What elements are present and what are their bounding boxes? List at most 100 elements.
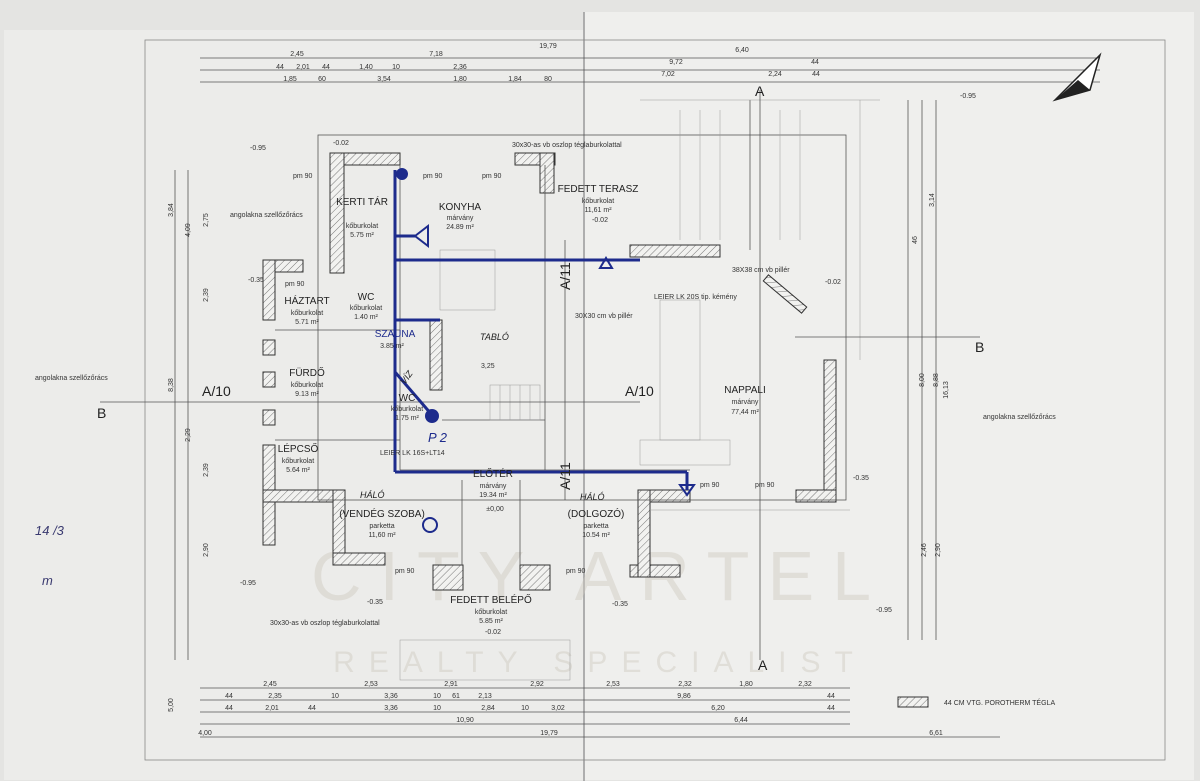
svg-text:4,09: 4,09 [185, 223, 192, 237]
svg-text:5.64 m²: 5.64 m² [286, 467, 310, 474]
bottom-dimensions: 2,45 2,53 2,91 2,92 2,53 2,32 1,80 2,32 … [198, 681, 1000, 738]
svg-text:2,45: 2,45 [263, 681, 277, 688]
note-pillar-30: 30X30 cm vb pillér [575, 313, 633, 320]
svg-text:márvány: márvány [447, 215, 474, 222]
svg-text:7,18: 7,18 [429, 51, 443, 58]
room-eloter: ELŐTÉR márvány 19.34 m² ±0,00 [473, 466, 513, 513]
room-furdo: FÜRDŐ kőburkolat 9.13 m² [289, 365, 325, 398]
svg-text:KONYHA: KONYHA [439, 202, 482, 213]
svg-text:kőburkolat: kőburkolat [350, 305, 382, 312]
svg-text:2,13: 2,13 [478, 693, 492, 700]
svg-text:2,90: 2,90 [935, 543, 942, 557]
svg-text:kőburkolat: kőburkolat [391, 406, 423, 413]
svg-text:3,36: 3,36 [384, 705, 398, 712]
room-fedett-terasz: FEDETT TERASZ kőburkolat 11,61 m² -0.02 [558, 184, 639, 224]
svg-text:80: 80 [544, 76, 552, 83]
room-lepcso: LÉPCSŐ kőburkolat 5.64 m² [278, 441, 319, 474]
svg-text:77,44 m²: 77,44 m² [731, 409, 759, 416]
svg-text:44: 44 [225, 705, 233, 712]
svg-text:19,79: 19,79 [539, 43, 557, 50]
svg-text:FEDETT TERASZ: FEDETT TERASZ [558, 184, 639, 195]
svg-text:9,72: 9,72 [669, 59, 683, 66]
svg-text:6,20: 6,20 [711, 705, 725, 712]
svg-text:-0.95: -0.95 [250, 145, 266, 152]
svg-text:-0.35: -0.35 [853, 475, 869, 482]
svg-text:3,54: 3,54 [377, 76, 391, 83]
right-page [584, 12, 1194, 780]
svg-text:10: 10 [433, 693, 441, 700]
svg-text:19.34 m²: 19.34 m² [479, 492, 507, 499]
svg-text:1,80: 1,80 [453, 76, 467, 83]
svg-text:pm 90: pm 90 [700, 482, 720, 489]
svg-text:9.13 m²: 9.13 m² [295, 391, 319, 398]
watermark-title: CITY ARTEL [311, 537, 889, 615]
handwritten-margin-2: m [42, 573, 53, 588]
svg-text:ELŐTÉR: ELŐTÉR [473, 466, 513, 480]
svg-text:márvány: márvány [732, 399, 759, 406]
svg-text:-0.95: -0.95 [240, 580, 256, 587]
svg-text:pm 90: pm 90 [566, 568, 586, 575]
handwritten-p2: P 2 [428, 430, 448, 445]
note-chimney: LEIER LK 20S tip. kémény [654, 294, 737, 301]
svg-text:parketta: parketta [583, 523, 608, 530]
drain-point-icon [396, 168, 408, 180]
right-dimensions: 3,14 46 8,00 8,88 16,13 2,46 2,90 [907, 100, 950, 640]
drawing-border [144, 39, 1166, 761]
note-vent-3: angolakna szellőzőrács [983, 414, 1056, 421]
svg-text:pm 90: pm 90 [395, 568, 415, 575]
room-kerti-tar: KERTI TÁR kőburkolat 5.75 m² [336, 195, 388, 239]
level-marks: -0.95 -0.02 -0.35 -0.95 -0.02 -0.35 -0.3… [240, 93, 976, 614]
svg-text:2,39: 2,39 [203, 288, 210, 302]
valve-icon [678, 484, 696, 497]
svg-text:2,36: 2,36 [453, 64, 467, 71]
room-nappali: NAPPALI márvány 77,44 m² [724, 385, 766, 416]
svg-text:2,91: 2,91 [444, 681, 458, 688]
drain-point-icon [425, 409, 439, 423]
svg-text:1,40: 1,40 [359, 64, 373, 71]
svg-text:8,88: 8,88 [933, 373, 940, 387]
note-column-bottom: 30x30-as vb oszlop téglaburkolattal [270, 620, 380, 627]
room-wc-2: WC kőburkolat 1.75 m² [391, 393, 423, 422]
left-page [4, 30, 584, 780]
svg-text:1.75 m²: 1.75 m² [395, 415, 419, 422]
svg-text:44: 44 [811, 59, 819, 66]
section-b-left: B [97, 405, 106, 421]
svg-text:kőburkolat: kőburkolat [291, 382, 323, 389]
watermark-subtitle: REALTY SPECIALIST [333, 646, 867, 679]
svg-text:24.89 m²: 24.89 m² [446, 224, 474, 231]
svg-text:2,45: 2,45 [290, 51, 304, 58]
room-szauna: SZAUNA 3.85 m² [375, 329, 416, 350]
svg-text:5.75 m²: 5.75 m² [350, 232, 374, 239]
svg-text:6,61: 6,61 [929, 730, 943, 737]
svg-text:16,13: 16,13 [943, 381, 950, 399]
svg-text:-0.35: -0.35 [612, 601, 628, 608]
svg-text:(DOLGOZÓ): (DOLGOZÓ) [568, 507, 625, 520]
fixture-icon [422, 517, 438, 533]
svg-text:11,61 m²: 11,61 m² [584, 207, 612, 214]
svg-text:2,90: 2,90 [203, 543, 210, 557]
svg-text:61: 61 [452, 693, 460, 700]
svg-text:5.85 m²: 5.85 m² [479, 618, 503, 625]
svg-text:1,85: 1,85 [283, 76, 297, 83]
svg-text:-0.02: -0.02 [825, 279, 841, 286]
svg-text:5.71 m²: 5.71 m² [295, 319, 319, 326]
room-fedett-belepo: FEDETT BELÉPŐ kőburkolat 5.85 m² -0.02 [450, 592, 532, 636]
svg-text:2,92: 2,92 [530, 681, 544, 688]
svg-text:±0,00: ±0,00 [486, 506, 504, 513]
svg-text:60: 60 [318, 76, 326, 83]
svg-text:kőburkolat: kőburkolat [475, 609, 507, 616]
svg-text:parketta: parketta [369, 523, 394, 530]
svg-text:10: 10 [331, 693, 339, 700]
svg-text:10,90: 10,90 [456, 717, 474, 724]
svg-text:pm 90: pm 90 [423, 173, 443, 180]
plumbing-lines [393, 168, 696, 497]
svg-text:pm 90: pm 90 [285, 281, 305, 288]
valve-icon [598, 256, 614, 269]
svg-text:kőburkolat: kőburkolat [346, 223, 378, 230]
section-a-top: A [755, 83, 765, 99]
svg-text:5,00: 5,00 [168, 698, 175, 712]
left-dimensions: 3,84 2,75 4,09 2,39 8,38 2,29 2,39 2,90 … [168, 170, 210, 712]
svg-text:2,29: 2,29 [185, 428, 192, 442]
section-a11-bottom: A/11 [557, 462, 573, 490]
stair-width: 3,25 [481, 363, 495, 370]
